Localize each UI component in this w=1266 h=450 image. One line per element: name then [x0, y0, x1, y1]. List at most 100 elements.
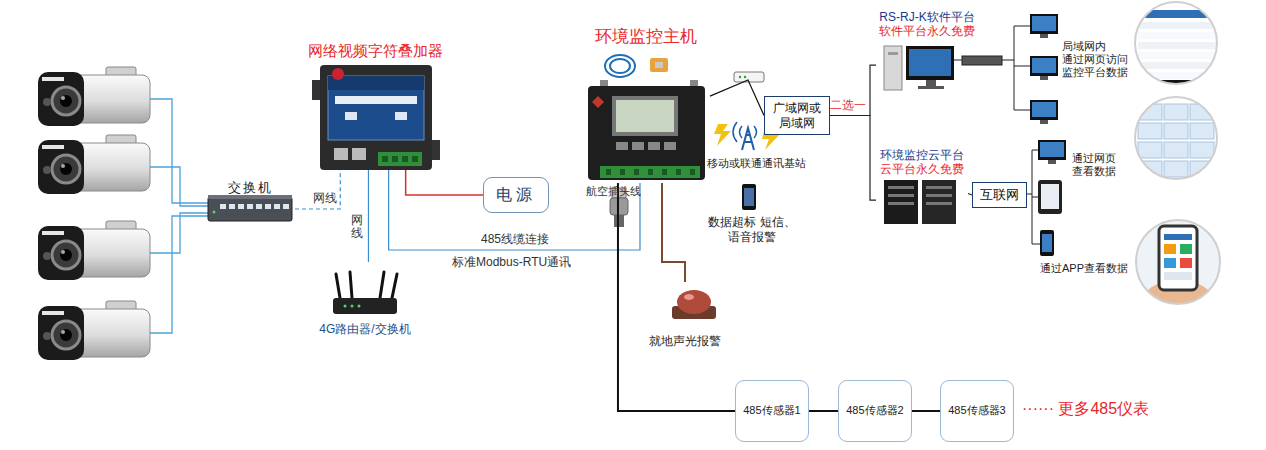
- router-icon: [333, 272, 397, 314]
- lan-switch: [962, 56, 1002, 65]
- overlay-device: [332, 68, 344, 80]
- camera-wire: [150, 167, 208, 206]
- screenshot-circle: [1130, 0, 1224, 90]
- monitor-icon: [1040, 120, 1048, 124]
- monitor-icon: [1030, 56, 1058, 76]
- client-devices: [1038, 140, 1066, 256]
- monitor-icon: [1030, 14, 1058, 124]
- node-title: 互联网: [980, 187, 1019, 203]
- camera-wire: [150, 216, 208, 333]
- node-title: 数据超标 短信、语音报警: [700, 215, 804, 244]
- client-devices: [1038, 180, 1062, 214]
- switch-icon: [256, 204, 262, 209]
- switch-icon: [247, 204, 253, 209]
- screenshot-circle: [1138, 142, 1162, 158]
- cable-note: 航空插头线: [586, 185, 597, 198]
- client-devices: [1042, 234, 1052, 252]
- switch-icon: [208, 197, 292, 221]
- connector: [830, 65, 876, 115]
- sensor-box: 485传感器2: [838, 380, 912, 442]
- aviation-plug: [610, 198, 628, 215]
- switch-node: 交换机: [205, 178, 295, 224]
- node-title: 环境监控主机: [595, 27, 697, 47]
- aviation-plug: [614, 215, 624, 227]
- host-device: [600, 80, 608, 86]
- host-device: [690, 80, 698, 86]
- monitor-icon: [1040, 76, 1048, 80]
- phone-icon: [742, 184, 756, 210]
- cloud-platform-node: 环境监控云平台云平台永久免费: [876, 146, 968, 228]
- sensor-box: 485传感器3: [940, 380, 1014, 442]
- alarm-node: 就地声光报警: [635, 282, 735, 350]
- overlay-device: [392, 156, 398, 162]
- screenshot-circle: [1164, 104, 1188, 120]
- host-device: [605, 55, 635, 77]
- screenshot-circle: [1159, 226, 1197, 290]
- router-icon: [336, 274, 340, 298]
- camera: [38, 67, 150, 126]
- server-icon: [922, 180, 956, 224]
- overlay-device: [334, 148, 348, 160]
- screenshot-circle: [1180, 258, 1192, 268]
- node-title: RS-RJ-K软件平台: [879, 10, 974, 24]
- server-icon: [926, 194, 952, 197]
- base-station: [742, 128, 754, 150]
- screenshot-circle: [1130, 95, 1224, 185]
- camera: [38, 301, 150, 360]
- phone-icon: [744, 188, 754, 206]
- screenshot-circle: [1180, 244, 1192, 254]
- client-devices: [1038, 140, 1066, 160]
- router-icon: [351, 305, 354, 308]
- lan-switch: [1014, 26, 1015, 110]
- overlay-device: [312, 65, 440, 170]
- pc-icon: [909, 49, 951, 76]
- host-device: [676, 169, 681, 175]
- host-device: [632, 142, 644, 150]
- overlay-device: [412, 156, 418, 162]
- server-icon: [888, 194, 914, 197]
- host-device: [600, 166, 700, 178]
- camera-wire: [150, 99, 208, 203]
- connector: [368, 170, 369, 262]
- connector: [710, 80, 764, 116]
- pc-icon: [888, 52, 898, 55]
- overlay-device: [402, 156, 408, 162]
- screenshot-circle: [1164, 234, 1192, 240]
- switch-icon: [220, 204, 226, 209]
- router-icon: [358, 305, 361, 308]
- power-box: 电源: [483, 177, 549, 213]
- connector: [662, 183, 685, 282]
- node-title: 环境监控云平台: [880, 148, 964, 162]
- host-device: [610, 59, 630, 73]
- screenshot-circle: [1138, 32, 1216, 39]
- screenshot-circle: [1164, 244, 1176, 254]
- monitor-icon: [1032, 16, 1056, 31]
- network-box: 广域网或 局域网: [764, 96, 830, 135]
- overlay-device-node: 网络视频字符叠加器: [305, 40, 446, 170]
- router-icon: [344, 305, 347, 308]
- edge-label: 网线: [312, 191, 338, 205]
- screenshot-circle: [1130, 0, 1224, 90]
- monitor-icon: [1030, 100, 1058, 120]
- screenshot-circle: [1130, 0, 1226, 324]
- host-device: [612, 96, 678, 136]
- switch-icon: [213, 211, 216, 214]
- screenshot-circle: [1130, 80, 1224, 90]
- screenshot-circle: [1130, 215, 1226, 324]
- screenshot-circle: [1138, 62, 1216, 69]
- aviation-plug: [610, 188, 628, 227]
- overlay-device: [378, 152, 422, 166]
- screenshot-circle: [1138, 123, 1162, 139]
- overlay-device: [345, 112, 357, 120]
- node-title: 就地声光报警: [649, 334, 721, 348]
- host-device: [620, 169, 625, 175]
- node-subtitle: 软件平台永久免费: [879, 24, 975, 38]
- software-platform-node: RS-RJ-K软件平台软件平台永久免费: [876, 8, 978, 96]
- router-icon: [380, 272, 384, 298]
- screenshot-circle: [1138, 42, 1216, 49]
- screenshot-circle: [1138, 22, 1216, 29]
- switch-icon: [208, 195, 292, 199]
- host-device: [616, 142, 628, 150]
- server-icon: [926, 186, 952, 189]
